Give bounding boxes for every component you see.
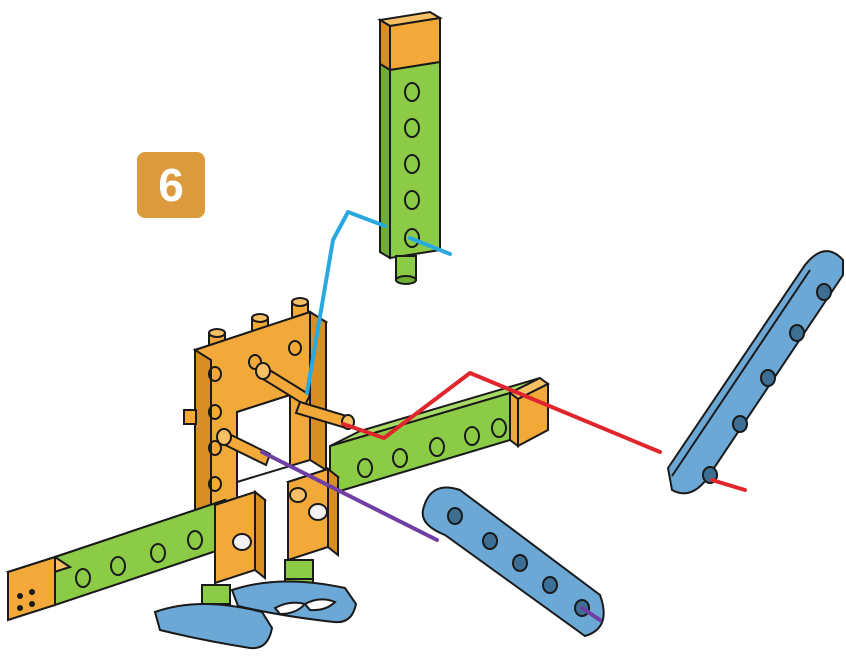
blue-arm-right	[668, 251, 843, 493]
blue-arm-bottom	[423, 488, 604, 637]
guide-line-red-pin	[712, 480, 745, 490]
blue-feet	[155, 581, 356, 648]
vertical-green-rod	[380, 12, 440, 284]
